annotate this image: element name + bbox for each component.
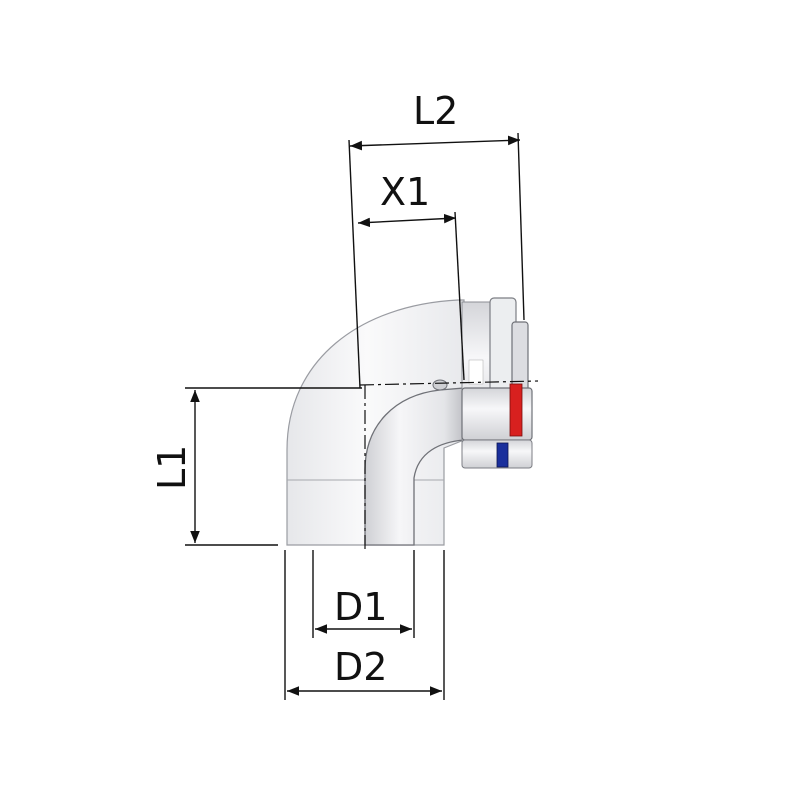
x1-ext-right [454, 211, 465, 381]
l2-dimension-line [349, 135, 521, 151]
elbow-outer-body [286, 299, 465, 546]
red-seal-marker [509, 383, 523, 437]
label-stamp [468, 359, 484, 385]
l2-ext-left [348, 139, 361, 389]
horizontal-centerline [359, 380, 539, 386]
l2-label: L2 [413, 89, 458, 133]
l2-ext-right [517, 132, 525, 321]
x1-dimension-line [357, 213, 457, 228]
d2-label: D2 [334, 645, 387, 689]
d1-label: D1 [334, 585, 387, 629]
locking-clip [432, 379, 448, 391]
x1-label: X1 [380, 170, 430, 214]
l1-label: L1 [150, 445, 194, 490]
blue-seal-marker [496, 442, 509, 468]
